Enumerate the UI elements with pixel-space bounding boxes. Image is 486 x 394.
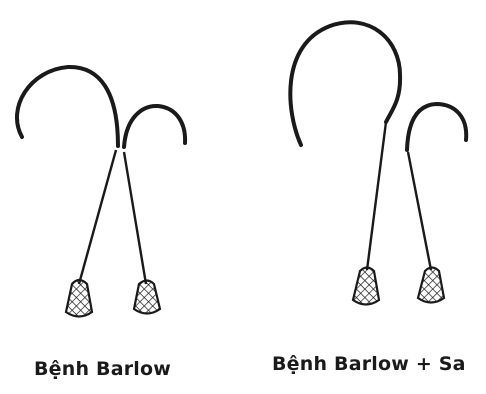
barlow-papillary-muscle-left: [66, 280, 92, 317]
prolapse-small-leaflet: [407, 104, 466, 150]
prolapse-chorda-left: [367, 122, 386, 270]
prolapse-papillary-muscle-left: [353, 268, 379, 305]
prolapse-chorda-right: [408, 152, 431, 270]
caption-barlow: Bệnh Barlow: [34, 358, 171, 380]
barlow-small-leaflet: [124, 106, 185, 147]
barlow-chorda-right: [124, 152, 146, 284]
barlow-prolapse-valve-group: [290, 22, 466, 304]
prolapse-papillary-muscle-right: [418, 268, 444, 303]
barlow-large-leaflet: [17, 67, 118, 146]
prolapse-large-leaflet: [290, 22, 400, 145]
caption-barlow-prolapse: Bệnh Barlow + Sa: [272, 353, 466, 375]
barlow-valve-group: [17, 67, 185, 317]
barlow-chorda-left: [79, 150, 116, 284]
barlow-papillary-muscle-right: [134, 281, 160, 314]
